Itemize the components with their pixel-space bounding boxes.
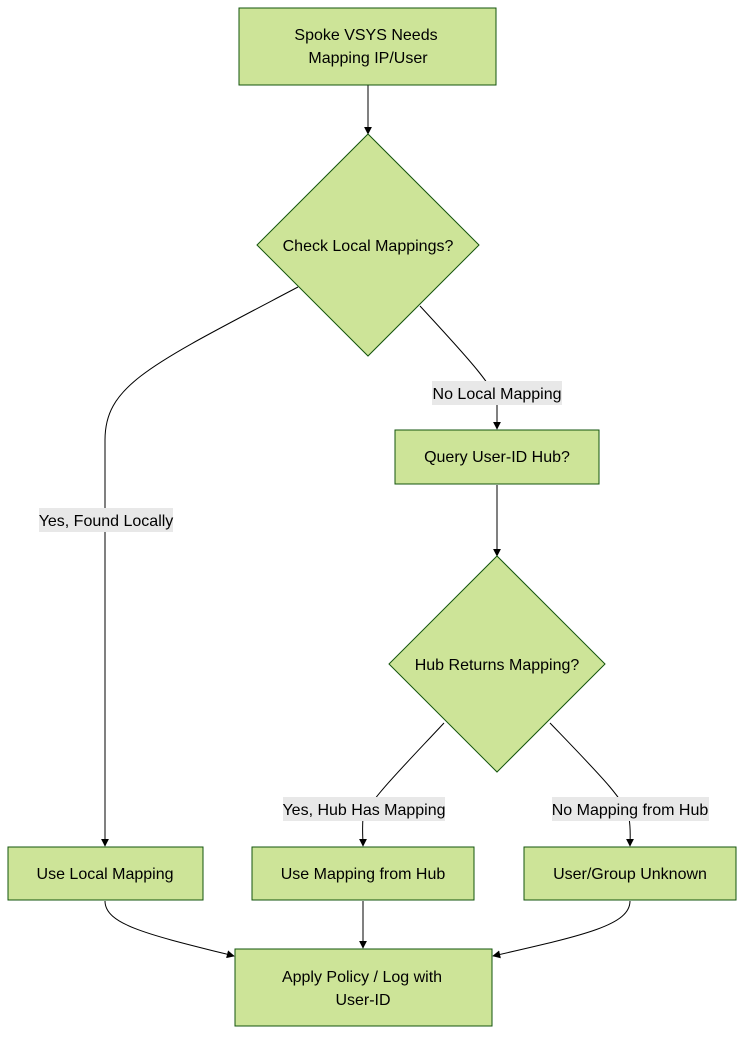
edge-hub-to-unknown xyxy=(549,722,635,847)
node-query-user-id-hub: Query User-ID Hub? xyxy=(394,429,600,485)
node-hub-returns-mapping: Hub Returns Mapping? xyxy=(388,555,606,773)
node-check-local-mappings: Check Local Mappings? xyxy=(256,133,480,357)
node-label-line-1: Apply Policy / Log with xyxy=(282,969,442,986)
edge-label-no-local-mapping: No Local Mapping xyxy=(432,381,562,405)
node-label-line-2: User-ID xyxy=(335,992,390,1009)
edge-label-text: No Local Mapping xyxy=(433,386,562,403)
edge-use-local-to-apply xyxy=(104,900,235,959)
edge-hub-to-use-hub xyxy=(358,722,445,847)
node-label: Use Local Mapping xyxy=(37,866,174,883)
node-user-group-unknown: User/Group Unknown xyxy=(523,846,737,901)
edge-label-yes-found-locally: Yes, Found Locally xyxy=(39,508,174,532)
edge-label-yes-hub-has-mapping: Yes, Hub Has Mapping xyxy=(282,797,446,821)
edge-label-no-mapping-from-hub: No Mapping from Hub xyxy=(552,797,709,821)
edge-label-text: Yes, Hub Has Mapping xyxy=(282,802,445,819)
node-start: Spoke VSYS Needs Mapping IP/User xyxy=(238,7,497,86)
edge-unknown-to-apply xyxy=(492,900,631,959)
node-use-mapping-from-hub: Use Mapping from Hub xyxy=(251,846,475,901)
edge-label-text: No Mapping from Hub xyxy=(552,802,709,819)
node-label: Query User-ID Hub? xyxy=(424,449,570,466)
node-label-line-2: Mapping IP/User xyxy=(308,50,428,67)
node-label: Hub Returns Mapping? xyxy=(415,657,580,674)
edge-label-text: Yes, Found Locally xyxy=(39,513,174,530)
node-label: Use Mapping from Hub xyxy=(281,866,446,883)
node-use-local-mapping: Use Local Mapping xyxy=(7,846,204,901)
node-label-line-1: Spoke VSYS Needs xyxy=(294,27,437,44)
node-apply-policy: Apply Policy / Log with User-ID xyxy=(234,948,493,1027)
edge-check-to-use-local xyxy=(101,286,299,847)
node-label: User/Group Unknown xyxy=(553,866,707,883)
node-label: Check Local Mappings? xyxy=(283,238,454,255)
edge-check-to-query-hub xyxy=(419,305,501,430)
